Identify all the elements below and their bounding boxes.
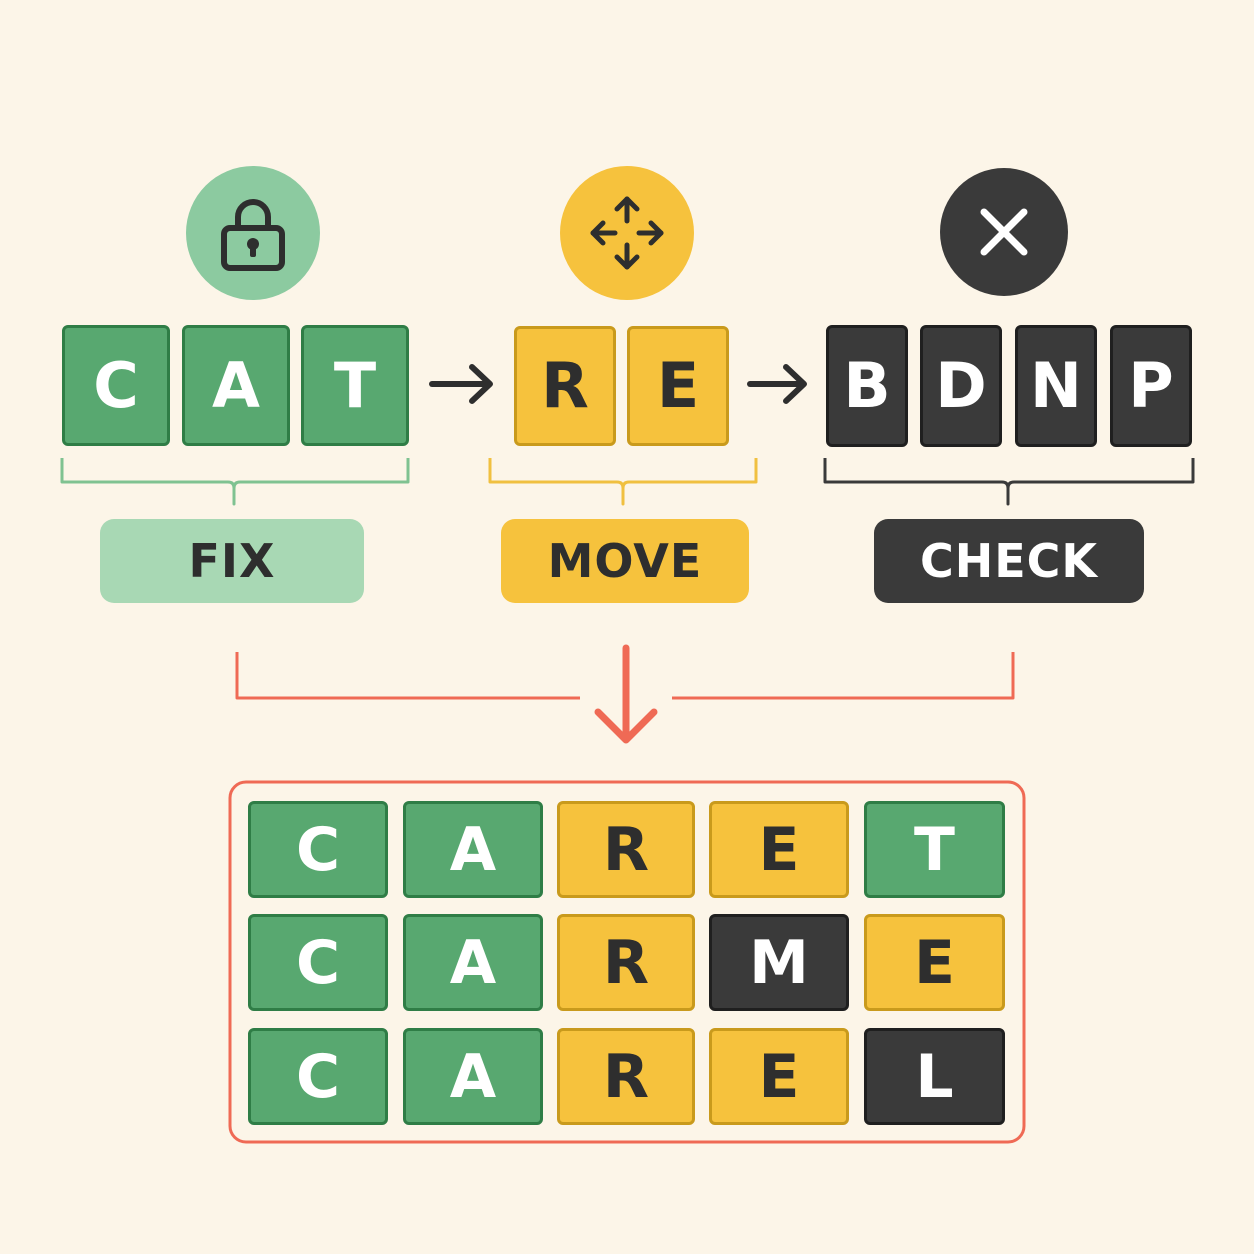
result-tile: M <box>709 914 849 1011</box>
arrow-fix-to-move <box>429 364 493 404</box>
check-letter-tile: P <box>1110 325 1192 447</box>
fix-letter-tile: A <box>182 325 290 446</box>
move-letter-tile: R <box>514 326 616 446</box>
fix-letter-tile: C <box>62 325 170 446</box>
result-tile: R <box>557 1028 695 1125</box>
brace-move <box>488 458 758 506</box>
arrow-move-to-check <box>747 364 807 404</box>
result-tile: E <box>709 801 849 898</box>
lock-icon <box>221 199 285 271</box>
brace-check <box>823 458 1195 506</box>
move-arrows-icon <box>590 196 664 270</box>
result-tile: E <box>709 1028 849 1125</box>
merge-down-arrow <box>594 644 658 744</box>
close-x-icon <box>980 208 1028 256</box>
result-tile: T <box>864 801 1005 898</box>
result-grid-frame <box>228 780 1026 1144</box>
fix-label: FIX <box>100 519 364 603</box>
check-letter-tile: D <box>920 325 1002 447</box>
check-letter-tile: N <box>1015 325 1097 447</box>
move-letter-tile: E <box>627 326 729 446</box>
fix-letter-tile: T <box>301 325 409 446</box>
result-tile: C <box>248 1028 388 1125</box>
result-tile: A <box>403 801 543 898</box>
check-label: CHECK <box>874 519 1144 603</box>
check-icon-circle <box>940 168 1068 296</box>
result-tile: C <box>248 801 388 898</box>
check-letter-tile: B <box>826 325 908 447</box>
result-tile: E <box>864 914 1005 1011</box>
result-tile: A <box>403 914 543 1011</box>
brace-fix <box>60 458 410 506</box>
fix-icon-circle <box>186 166 320 300</box>
move-icon-circle <box>560 166 694 300</box>
result-tile: A <box>403 1028 543 1125</box>
result-tile: C <box>248 914 388 1011</box>
merge-connector <box>235 652 1015 700</box>
move-label: MOVE <box>501 519 749 603</box>
result-tile: R <box>557 801 695 898</box>
result-tile: R <box>557 914 695 1011</box>
result-tile: L <box>864 1028 1005 1125</box>
